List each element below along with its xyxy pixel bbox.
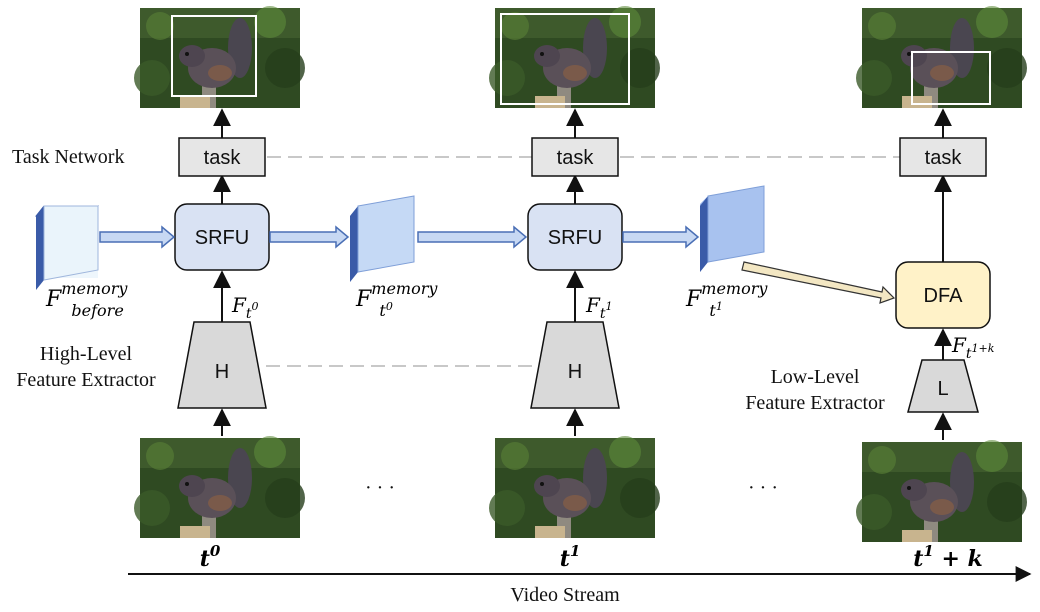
label-f-t1: Ft1 [585,293,613,322]
dfa-label: DFA [924,285,964,307]
memory-feature-t1 [700,185,765,272]
l-label: L [937,378,948,400]
output-image-t1 [489,6,660,108]
low-level-label-2: Feature Extractor [745,392,885,414]
fat-arrow-srfu0-to-mem0 [269,225,350,249]
label-f-t1k: Ft1+k [951,333,995,362]
ellipsis-2: · · · [748,477,778,499]
h-label: H [215,361,229,383]
input-frame-t0 [134,436,305,538]
input-frame-t1k [856,440,1027,542]
task-box-0: task [178,137,266,177]
srfu-label: SRFU [195,227,249,249]
high-level-label-1: High-Level [40,343,133,365]
ellipsis-1: · · · [365,477,395,499]
bounding-box [171,15,257,97]
fat-arrow-before-to-srfu0 [99,225,176,249]
low-level-extractor: L [907,359,979,413]
task-box-label: task [925,147,963,169]
memory-feature-before [34,205,100,290]
task-box-label: task [204,147,242,169]
time-label-t1k: t1 + k [913,542,983,572]
video-stream-label: Video Stream [510,584,620,606]
output-image-t1k [856,6,1027,108]
high-level-extractor-0: H [177,321,267,409]
output-image-t0 [134,6,305,108]
time-label-t0: t0 [200,542,221,572]
task-box-2: task [899,137,987,177]
srfu-label: SRFU [548,227,602,249]
srfu-box-0: SRFU [174,203,270,271]
high-level-label-2: Feature Extractor [16,369,156,391]
srfu-box-1: SRFU [527,203,623,271]
high-level-extractor-1: H [530,321,620,409]
fat-arrow-mem1-to-dfa [741,261,896,304]
bounding-box [500,13,630,105]
fat-arrow-mem0-to-srfu1 [417,225,528,249]
low-level-label-1: Low-Level [771,366,860,388]
dfa-box: DFA [895,261,991,329]
h-label: H [568,361,582,383]
task-box-1: task [531,137,619,177]
bounding-box [911,51,991,105]
fat-arrow-srfu1-to-mem1 [622,225,700,249]
label-f-t0: Ft0 [231,293,259,322]
task-box-label: task [557,147,595,169]
memory-feature-t0 [350,195,415,282]
input-frame-t1 [489,436,660,538]
task-network-label: Task Network [12,146,124,168]
time-label-t1: t1 [560,542,581,572]
